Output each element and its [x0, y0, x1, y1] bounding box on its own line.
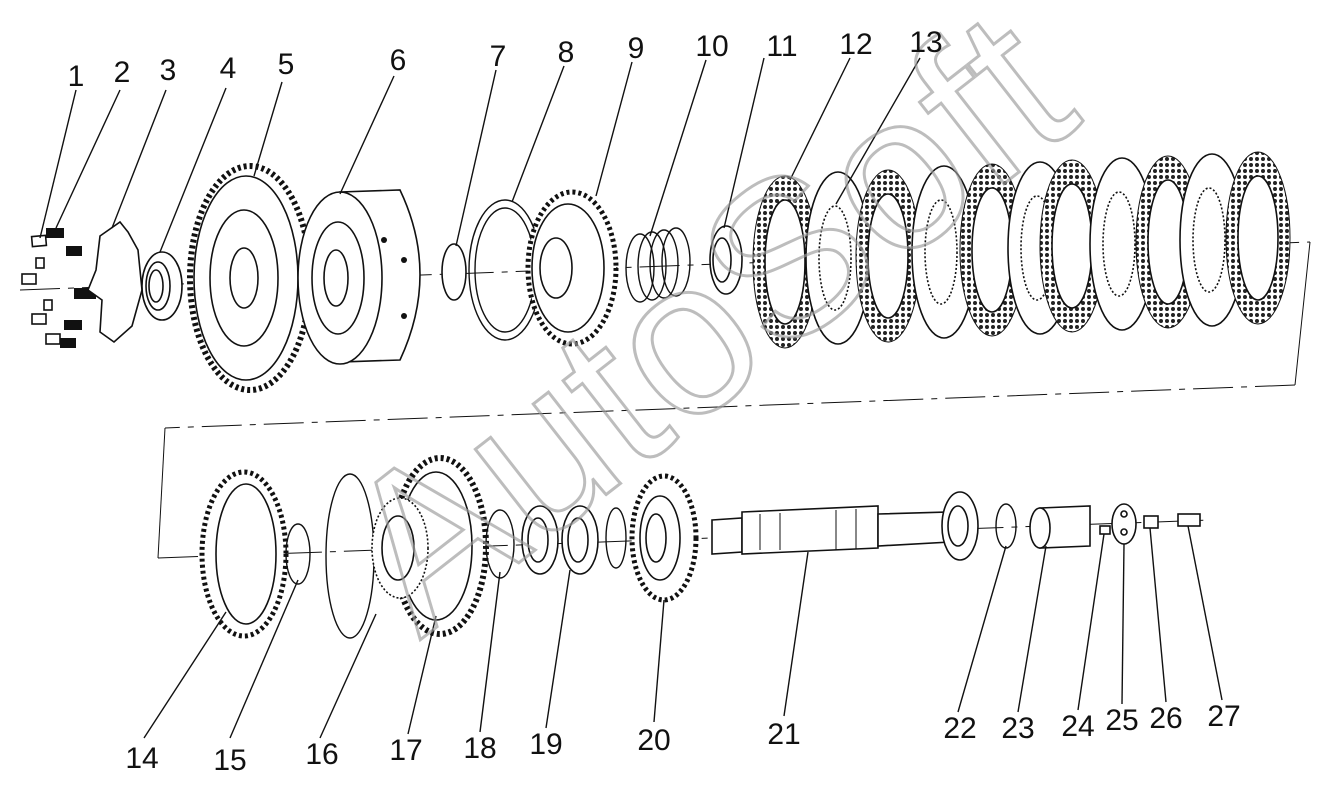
part-shaft-21: [711, 505, 951, 555]
part-seal-rings: [995, 503, 1017, 549]
part-snap-ring-15: [285, 523, 311, 585]
part-friction-plates: [752, 151, 1291, 349]
callout-27: 27: [1207, 700, 1240, 733]
part-spring-seat-11: [709, 225, 743, 295]
callout-26: 26: [1149, 702, 1182, 735]
part-piston-9: [525, 189, 619, 347]
callout-labels: 1 2 3 4 5 6 7 8 9 10 11 12 13 14 15 16 1…: [68, 26, 1241, 777]
part-bearing-4: [141, 251, 183, 321]
part-o-ring-7: [441, 243, 467, 301]
callout-15: 15: [213, 744, 246, 777]
part-plate-25: [1111, 503, 1137, 545]
callout-16: 16: [305, 738, 338, 771]
callout-13: 13: [909, 26, 942, 59]
callout-24: 24: [1061, 710, 1094, 743]
callout-23: 23: [1001, 712, 1034, 745]
callout-11: 11: [766, 30, 797, 63]
part-pin-24: [1099, 525, 1111, 535]
part-gear-20: [629, 473, 699, 603]
callout-8: 8: [558, 36, 575, 69]
part-lock-washer-26: [1143, 515, 1159, 529]
callout-18: 18: [463, 732, 496, 765]
callout-7: 7: [490, 40, 507, 73]
part-bearings-19: [521, 505, 627, 575]
part-snap-ring-18: [485, 509, 515, 579]
part-bolt-27: [1177, 513, 1201, 527]
part-bolts: [21, 228, 96, 348]
part-large-gear-5: [187, 163, 313, 393]
callout-5: 5: [278, 48, 295, 81]
callout-9: 9: [628, 32, 645, 65]
callout-14: 14: [125, 742, 158, 775]
leader-lines: [39, 57, 1223, 739]
callout-3: 3: [160, 54, 177, 87]
part-sleeve-23: [1029, 505, 1091, 549]
callout-6: 6: [390, 44, 407, 77]
part-gear-hub-17: [371, 455, 489, 637]
callout-19: 19: [529, 728, 562, 761]
callout-10: 10: [695, 30, 728, 63]
callout-25: 25: [1105, 704, 1138, 737]
callout-4: 4: [220, 52, 237, 85]
callout-17: 17: [389, 734, 422, 767]
part-clutch-drum-6: [297, 189, 421, 365]
callout-1: 1: [68, 60, 85, 93]
callout-22: 22: [943, 712, 976, 745]
callout-12: 12: [839, 28, 872, 61]
part-retaining-plate: [87, 220, 143, 344]
part-bearing-22: [941, 491, 979, 561]
callout-20: 20: [637, 724, 670, 757]
watermark: AutoSoft: [297, 0, 1113, 677]
callout-2: 2: [114, 56, 131, 89]
part-pressure-plate-14: [199, 469, 289, 639]
callout-21: 21: [767, 718, 800, 751]
